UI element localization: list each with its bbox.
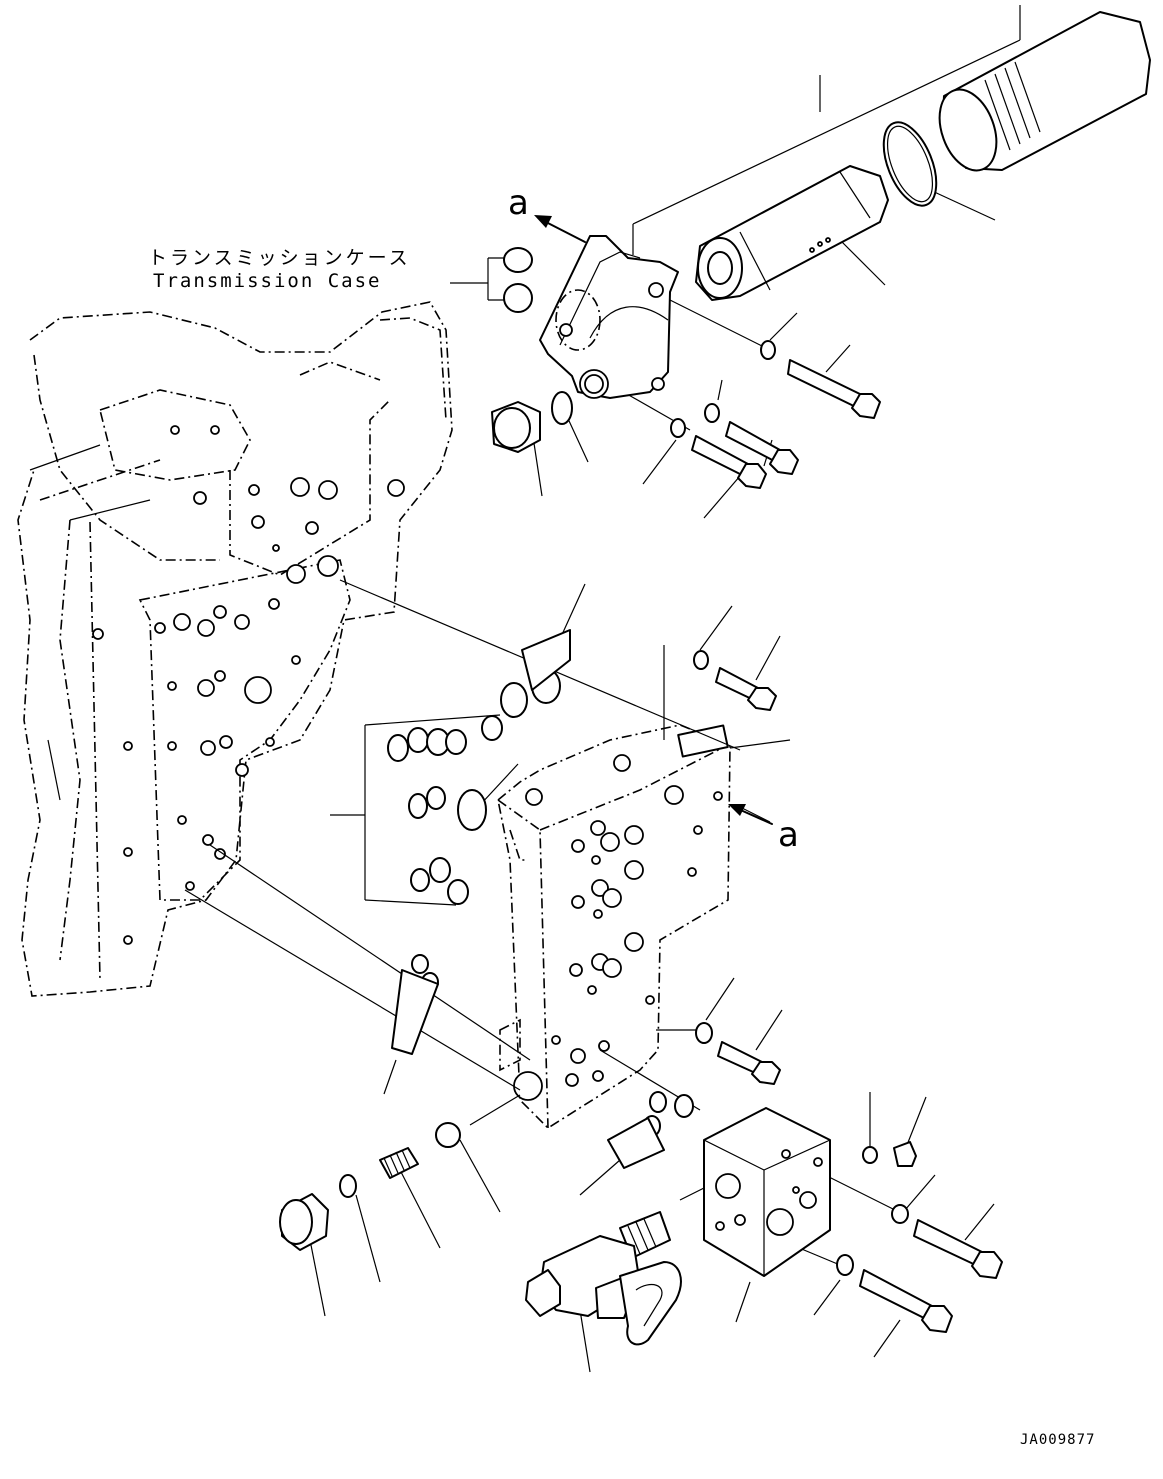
block-fasteners xyxy=(836,1141,1003,1333)
solenoid-valve-block xyxy=(703,1107,831,1277)
cover-o-rings xyxy=(503,247,573,425)
plug-top xyxy=(491,401,541,453)
document-id: JA009877 xyxy=(1020,1432,1096,1448)
o-ring-large xyxy=(882,121,938,207)
control-valve-body xyxy=(497,724,731,1130)
sub-block-o-rings xyxy=(607,1091,694,1169)
threaded-sleeve xyxy=(938,11,1151,172)
lower-pin xyxy=(391,954,439,1055)
transmission-case-label-en: Transmission Case xyxy=(153,270,382,292)
view-arrows xyxy=(534,215,773,825)
check-valve-parts xyxy=(279,1122,461,1251)
transmission-case xyxy=(17,301,453,997)
pressure-sensor-cylinder xyxy=(695,165,889,301)
solenoid xyxy=(525,1211,682,1346)
transmission-case-label-ja: トランスミッションケース xyxy=(148,247,411,269)
view-a-marker-side: a xyxy=(778,815,799,855)
valve-cover-housing xyxy=(539,235,679,399)
valve-bolts xyxy=(693,650,781,1085)
valve-o-rings xyxy=(387,629,571,905)
top-bolts xyxy=(670,340,881,489)
view-a-marker-top: a xyxy=(508,183,529,223)
leader-lines xyxy=(184,5,1021,1373)
